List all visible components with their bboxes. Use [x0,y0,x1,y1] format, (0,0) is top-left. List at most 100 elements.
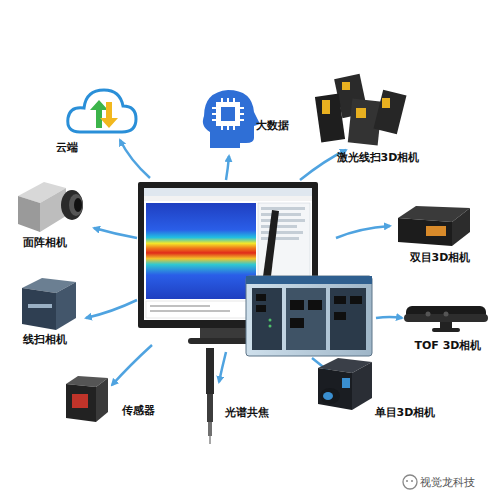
radial-arrow [219,352,226,382]
area-camera-icon [61,190,83,220]
device-name: 激光线扫3D相机 [337,151,420,165]
confocal-probe-icon [209,436,211,444]
laser-camera-icon [382,98,390,108]
controller-illustration [246,276,372,356]
device-label: TOF 3D相机 [413,338,484,354]
controller-illustration [256,305,266,312]
wechat-watermark-icon [411,480,413,482]
device-label: 云端 [54,140,80,156]
device-name: 面阵相机 [23,236,67,250]
controller-illustration [246,276,372,284]
tof-camera-icon [404,306,488,332]
controller-illustration [286,288,326,350]
controller-illustration [290,318,304,328]
area-camera-icon [74,198,82,212]
laser-camera-icon [356,108,366,118]
linescan-camera-icon [22,278,76,330]
controller-illustration [269,319,272,322]
radial-arrow [86,300,137,318]
mono-camera-icon [318,358,372,410]
monitor-illustration [261,207,305,210]
cloud-icon [68,90,136,132]
monitor-illustration [261,219,305,222]
monitor-illustration [261,207,305,240]
monitor-illustration [261,225,297,228]
linescan-camera-icon [22,288,56,330]
radial-arrow [112,345,152,385]
laser-camera-icon [315,94,345,143]
mono-camera-icon [323,392,333,400]
monitor-illustration [146,301,256,318]
wechat-watermark-icon [406,480,408,482]
cloud-icon [68,90,136,132]
controller-illustration [256,294,266,301]
controller-illustration [334,296,346,304]
monitor-illustration [150,310,230,312]
monitor-illustration [261,213,301,216]
area-camera-icon [18,182,83,232]
bigdata-icon [203,90,260,148]
confocal-probe-icon [206,348,214,444]
laser-camera-icon [322,100,330,114]
confocal-probe-icon [207,394,213,422]
device-name: 光谱共焦 [225,406,269,420]
tof-camera-icon [432,328,460,332]
sensor-icon [96,378,108,422]
device-name: 大数据 [256,119,289,133]
device-label: 大数据 [254,118,291,134]
controller-illustration [269,319,272,328]
wechat-watermark-icon [403,475,417,489]
device-label: 线扫相机 [21,332,69,348]
controller-illustration [330,288,366,350]
radial-arrow [86,140,402,385]
controller-illustration [262,210,279,284]
monitor-illustration [144,188,312,196]
monitor-illustration [261,231,303,234]
linescan-camera-icon [28,304,52,308]
laser-camera-icon [315,74,407,146]
device-label: 双目3D相机 [408,250,473,266]
linescan-camera-icon [56,282,76,330]
monitor-illustration [261,237,299,240]
radial-arrow [376,317,402,318]
sensor-icon [66,384,96,422]
cloud-icon [100,102,118,128]
area-camera-icon [18,196,40,232]
bigdata-icon [221,107,235,121]
device-name: TOF 3D相机 [415,339,482,353]
confocal-probe-icon [208,422,212,436]
bigdata-icon [212,98,244,130]
radial-arrow [336,226,390,238]
controller-illustration [308,300,322,310]
controller-illustration [252,288,282,350]
controller-illustration [256,294,362,328]
stereo-camera-icon [398,218,452,246]
stereo-camera-icon [452,208,470,246]
controller-illustration [350,296,362,304]
area-camera-icon [69,194,83,216]
confocal-probe-icon [206,348,214,394]
monitor-illustration [150,305,210,307]
bigdata-icon [221,107,235,121]
device-name: 线扫相机 [23,333,67,347]
device-label: 激光线扫3D相机 [335,150,422,166]
laser-camera-icon [342,82,350,90]
device-name: 云端 [56,141,78,155]
device-label: 单目3D相机 [373,405,438,421]
device-name: 传感器 [122,404,155,418]
controller-illustration [246,210,372,356]
sensor-icon [66,376,108,422]
monitor-illustration [146,203,256,299]
stereo-camera-icon [426,226,446,236]
monitor-illustration [144,196,312,201]
watermark-text: 视觉龙科技 [420,475,475,490]
mono-camera-icon [342,378,350,388]
tof-camera-icon [444,312,449,317]
stereo-camera-icon [398,206,470,246]
radial-arrow [120,140,150,178]
controller-illustration [290,300,304,310]
radial-arrow [226,156,229,180]
mono-camera-icon [352,362,372,410]
